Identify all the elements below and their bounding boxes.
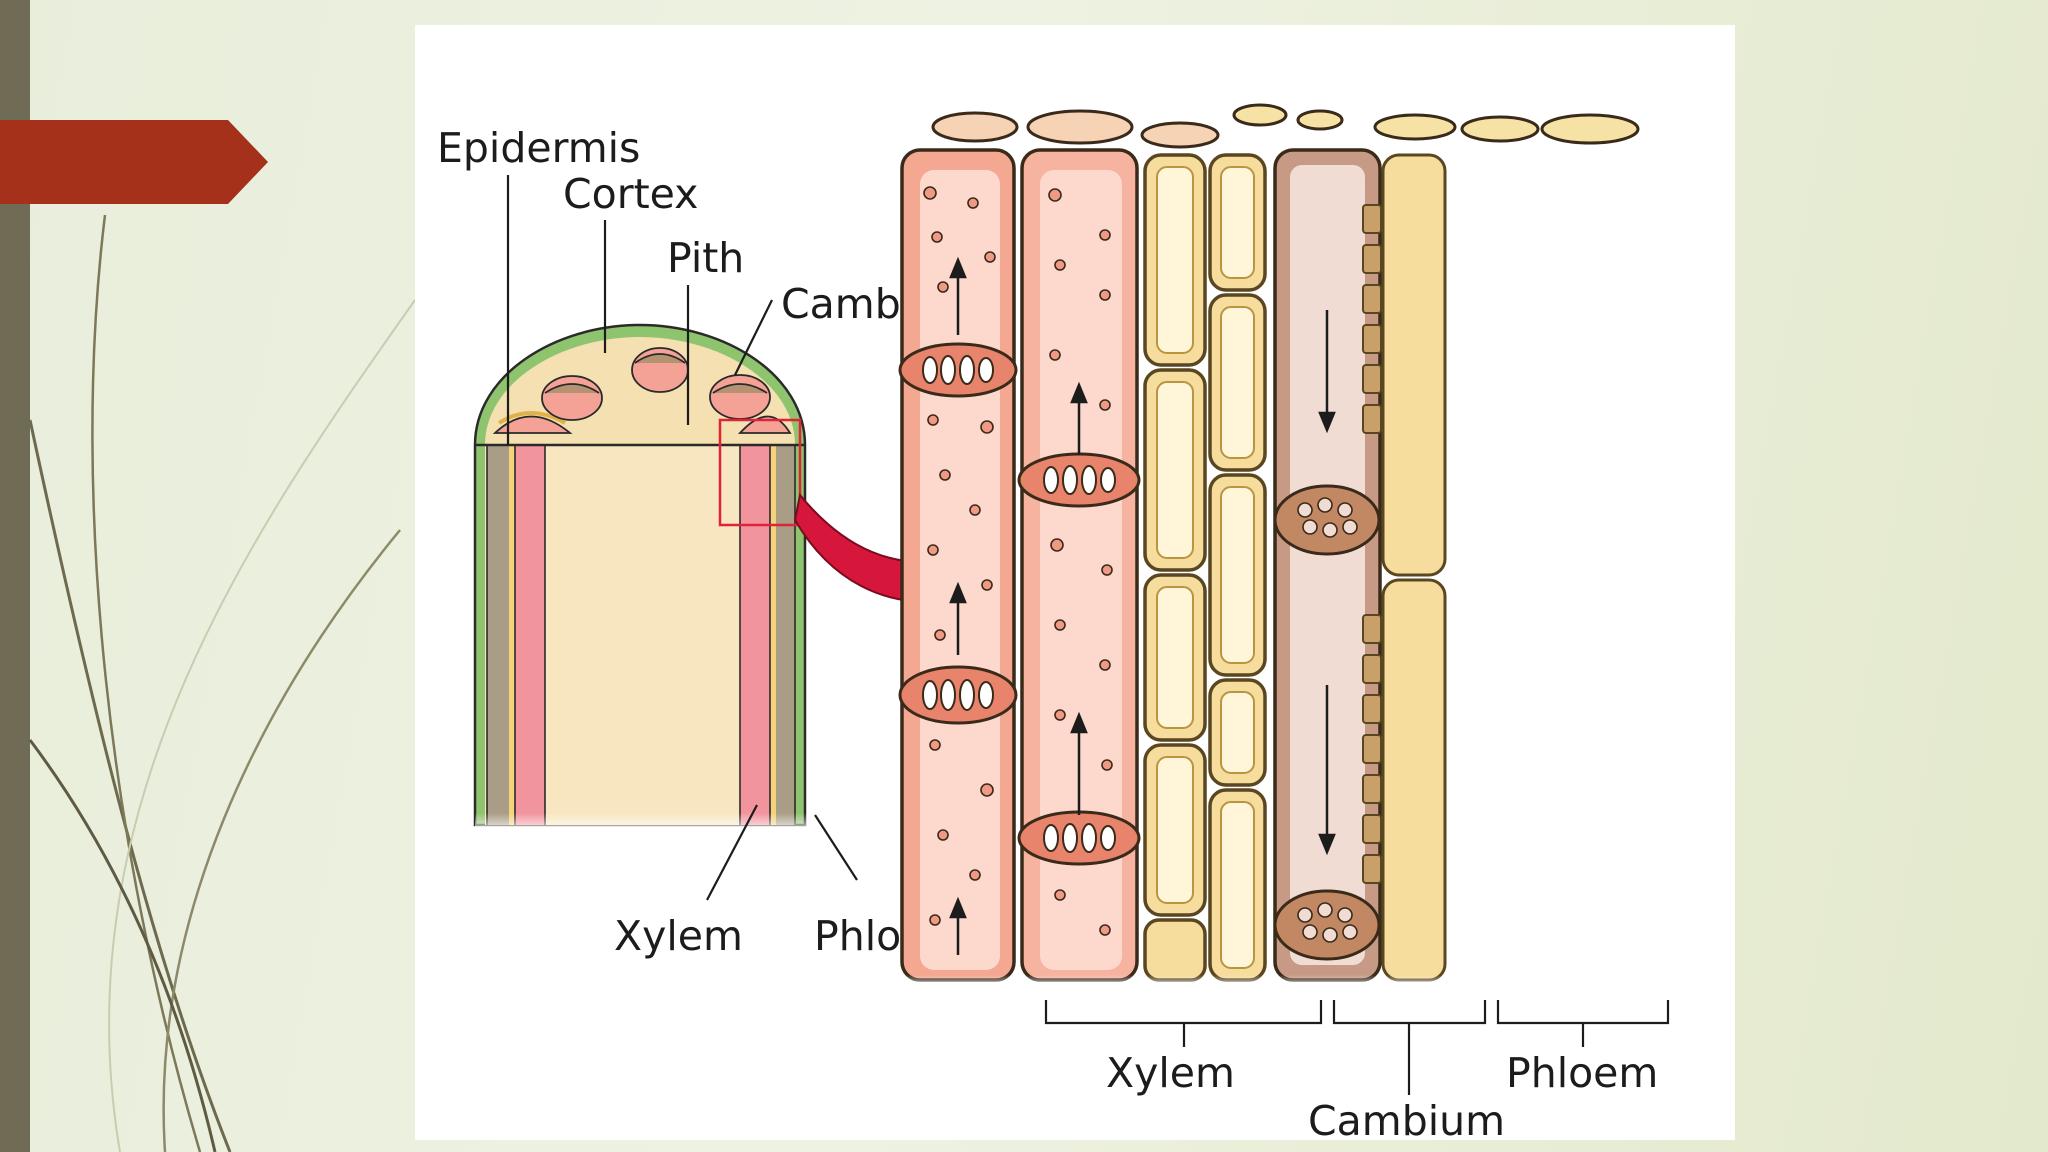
label-xylem-tissue: Xylem	[1106, 1049, 1235, 1097]
stem-section	[473, 323, 815, 835]
label-epidermis: Epidermis	[437, 124, 640, 172]
label-pith: Pith	[667, 234, 744, 282]
tissue-detail	[885, 103, 1640, 990]
label-phloem-tissue: Phloem	[1506, 1049, 1658, 1097]
zoom-highlight-box	[718, 418, 802, 527]
tissue-brackets	[1044, 1000, 1670, 1095]
stem-leaders	[506, 175, 858, 901]
label-cambium-tissue: Cambium	[1308, 1097, 1505, 1140]
stem-tissue-figure: Epidermis Cortex Pith Cambium Xylem Phlo…	[415, 25, 1735, 1140]
decorative-swoosh	[28, 214, 416, 1152]
label-xylem-stem: Xylem	[614, 912, 743, 960]
title-accent-tag	[0, 120, 268, 204]
stem-diagram: Epidermis Cortex Pith Cambium Xylem Phlo…	[437, 103, 1670, 1140]
label-cortex: Cortex	[563, 170, 698, 218]
